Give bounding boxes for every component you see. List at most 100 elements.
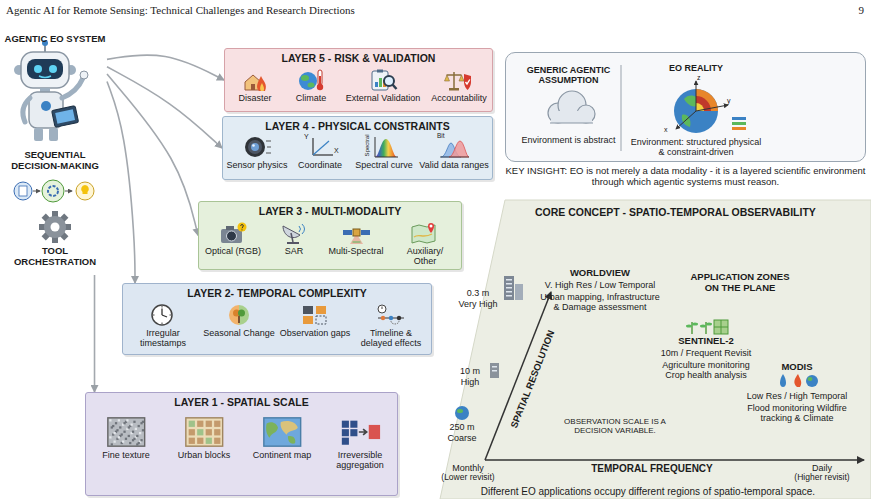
texture-icon-part <box>113 432 115 434</box>
aggregate-icon-part <box>359 429 367 435</box>
layer-heading: LAYER 4 - PHYSICAL CONSTRAINTS <box>223 120 492 132</box>
accountability-icon-part <box>464 74 471 90</box>
layer-item: Auxiliary/ Other <box>395 202 455 269</box>
cmp-text: EO REALITY <box>646 63 746 73</box>
seasonal-icon-part <box>239 305 249 325</box>
tick-label: Very High <box>453 299 503 309</box>
core-art-part <box>440 200 871 499</box>
texture-icon-part <box>125 438 127 440</box>
application-note: Agriculture monitoring Crop health analy… <box>656 360 756 380</box>
layer-panel: Fine textureUrban blocksContinent mapIrr… <box>85 392 398 496</box>
sar-icon-part <box>291 233 293 242</box>
tick-label-holder: (Lower revisit) <box>433 473 503 483</box>
coord-icon-part <box>313 141 329 155</box>
core-art-part <box>700 325 706 328</box>
core-art-part <box>780 374 786 387</box>
texture-icon-part <box>130 424 132 426</box>
layer-panel: Optical (RGB)SARMulti-SpectralAuxiliary/… <box>198 201 462 270</box>
urban-icon-part <box>188 421 194 427</box>
texture-icon-part <box>118 419 120 421</box>
axis-letter-holder: z <box>697 74 705 82</box>
clock-icon-part <box>161 309 162 316</box>
texture-icon-part <box>109 419 111 421</box>
texture-icon-part <box>135 428 137 430</box>
heading-holder: LAYER 5 - RISK & VALIDATION <box>225 52 492 64</box>
texture-icon-part <box>108 418 145 446</box>
urban-icon-part <box>197 429 203 435</box>
sensor-name: WORLDVIEW <box>550 268 650 279</box>
item-caption: Climate <box>283 94 339 104</box>
ranges-icon-part <box>449 141 469 157</box>
sensor-icon-part <box>266 153 271 154</box>
tick-label-holder: 0.3 m <box>458 288 498 298</box>
core-art-part <box>504 276 514 300</box>
urban-icon-part <box>186 418 223 446</box>
aggregate-icon-part <box>350 421 357 428</box>
texture-icon-part <box>123 422 125 424</box>
cmp-text: Environment is abstract <box>521 135 616 145</box>
urban-icon-part <box>188 438 194 444</box>
climate-icon <box>296 68 326 92</box>
agent-art-part <box>44 216 66 238</box>
heading-holder: LAYER 4 - PHYSICAL CONSTRAINTS <box>223 120 492 132</box>
optical-icon-part <box>241 229 242 230</box>
cmp-art-part <box>732 127 746 130</box>
sar-icon-part <box>302 224 305 234</box>
caption-holder: Seasonal Change <box>201 329 277 339</box>
cmp-art-part <box>548 91 595 123</box>
urban-icon-part <box>188 429 194 435</box>
texture-icon-part <box>110 443 112 445</box>
layer-item: Accountability <box>427 49 491 111</box>
item-caption: SAR <box>265 247 323 257</box>
agent-art-part <box>23 98 30 122</box>
heading-holder: LAYER 2- TEMPORAL COMPLEXITY <box>123 287 431 299</box>
climate-icon-part <box>308 83 315 88</box>
ranges-icon-part <box>440 157 469 158</box>
tick-label: High <box>453 377 487 387</box>
optical-icon <box>218 221 248 245</box>
caption-holder: Irreversible aggregation <box>322 451 398 471</box>
core-art-part <box>692 323 698 326</box>
tick-label: Monthly <box>443 463 493 473</box>
axis-title-holder: SPATIAL RESOLUTION <box>504 317 562 442</box>
continent-icon-part <box>264 418 301 446</box>
agent-art-part <box>39 211 71 243</box>
core-art-part <box>457 409 463 413</box>
texture-icon-part <box>109 436 111 438</box>
agent-art-part <box>19 186 27 196</box>
core-art-part <box>506 287 512 289</box>
sensor-spec-holder: 10m / Frequent Revisit <box>646 348 766 358</box>
sensor-spec-holder: V. High Res / Low Temporal <box>530 280 670 290</box>
sensor-name-holder: SENTINEL-2 <box>666 336 746 347</box>
sensor-icon-part <box>251 143 259 151</box>
tick-label-holder: Coarse <box>442 433 482 443</box>
item-caption: Optical (RGB) <box>201 247 265 257</box>
text-holder: SEQUENTIAL DECISION-MAKING <box>3 150 107 172</box>
layer-panel: Sensor physicsCoordinateSpectral curveVa… <box>222 116 493 180</box>
agent-art-part <box>39 76 51 78</box>
item-caption: Fine texture <box>88 451 164 461</box>
tick-label: (Lower revisit) <box>433 473 503 483</box>
axis-letter: X <box>334 147 342 155</box>
cmp-art-part <box>676 111 696 129</box>
text-holder: EO REALITY <box>646 63 746 73</box>
axis-letter-holder: Y <box>304 133 312 141</box>
texture-icon-part <box>123 431 125 433</box>
gaps-icon-part <box>316 306 326 314</box>
application-note-holder: Agriculture monitoring Crop health analy… <box>656 360 756 380</box>
agent-art-part <box>34 128 43 141</box>
caption-holder: Sensor physics <box>225 161 289 171</box>
caption-holder: Irregular timestamps <box>125 329 201 349</box>
texture-icon-part <box>142 429 144 431</box>
texture-icon-part <box>116 429 118 431</box>
item-caption: Valid data ranges <box>417 161 491 171</box>
clock-icon-part <box>152 305 172 325</box>
optical-icon-part <box>227 231 237 241</box>
texture-icon-part <box>129 442 131 444</box>
core-art-part <box>506 279 512 281</box>
tick-label: 0.3 m <box>458 288 498 298</box>
aggregate-icon <box>339 415 382 449</box>
timeline-icon-part <box>378 305 386 313</box>
caption-holder: Coordinate <box>289 161 351 171</box>
